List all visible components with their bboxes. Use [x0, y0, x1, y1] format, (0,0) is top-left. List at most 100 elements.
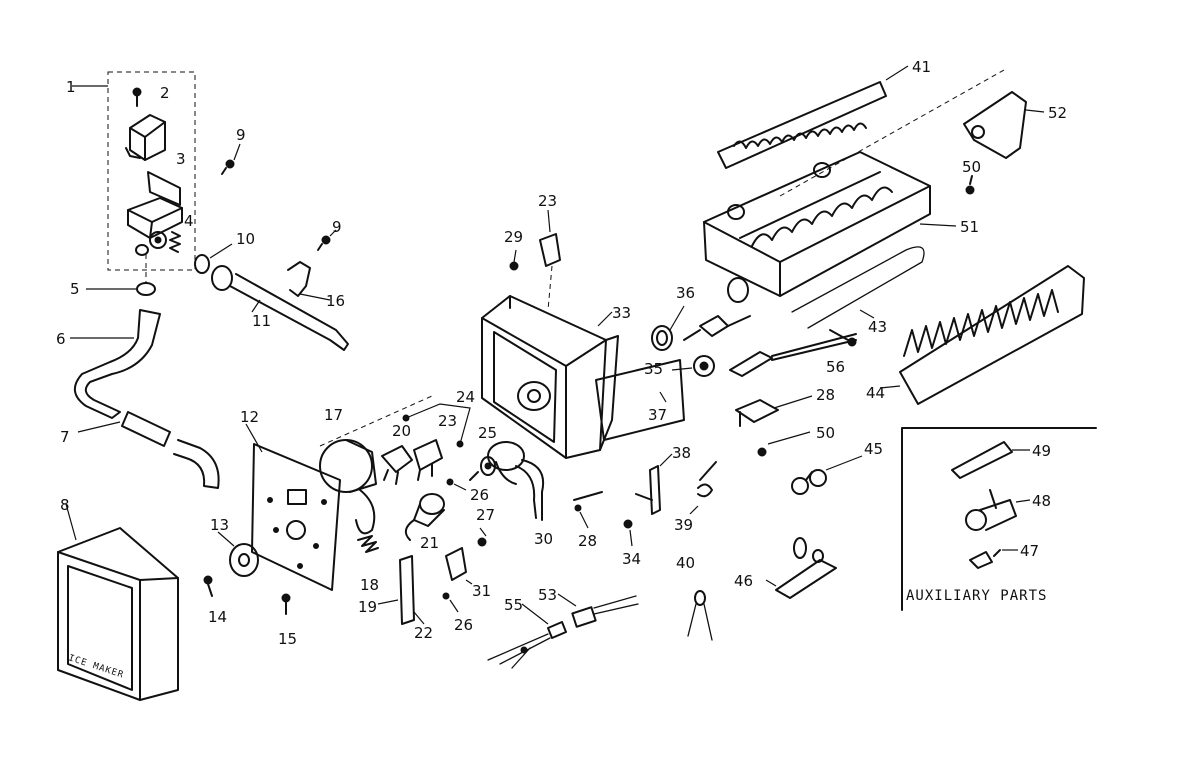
- part-8-ice-maker-box: ICE MAKER: [57, 503, 179, 701]
- label-21: 21: [420, 534, 439, 552]
- part-39-clip: [689, 461, 717, 515]
- label-39: 39: [674, 516, 693, 534]
- part-31-switch: [445, 547, 473, 585]
- part-30-sensor: [487, 441, 544, 521]
- label-12: 12: [240, 408, 259, 426]
- label-23b: 23: [438, 412, 457, 430]
- label-31: 31: [472, 582, 491, 600]
- part-23b-switch: [413, 439, 443, 481]
- label-8: 8: [60, 496, 70, 514]
- part-5-clip: [86, 254, 156, 296]
- part-13-timing-gear: [217, 531, 259, 577]
- part-27-screw: [477, 527, 487, 547]
- label-20: 20: [392, 422, 411, 440]
- part-35-bushing: [671, 355, 715, 377]
- part-47-fitting: [969, 549, 1018, 569]
- part-44-stripper: [879, 265, 1085, 405]
- part-10-washer: [194, 243, 233, 274]
- label-23a: 23: [538, 192, 557, 210]
- part-2-screw: [132, 87, 142, 107]
- part-17-motor: [319, 395, 433, 535]
- label-15: 15: [278, 630, 297, 648]
- label-10: 10: [236, 230, 255, 248]
- label-26a: 26: [470, 486, 489, 504]
- label-40: 40: [676, 554, 695, 572]
- label-14: 14: [208, 608, 227, 626]
- part-18-spring: [357, 535, 379, 553]
- label-37: 37: [648, 406, 667, 424]
- callout-labels: 1 2 3 4 5 6 7 8 9 9 10 11 12 13 14 15 16…: [56, 58, 1067, 648]
- label-36: 36: [676, 284, 695, 302]
- label-1: 1: [66, 78, 76, 96]
- part-28b-link: [573, 491, 603, 529]
- part-40-fuse: [687, 590, 713, 641]
- part-shaft-drive: [683, 315, 751, 341]
- part-38-shutoff-arm: [635, 453, 673, 515]
- label-3: 3: [176, 150, 186, 168]
- part-19-bracket: [377, 555, 415, 625]
- label-38: 38: [672, 444, 691, 462]
- part-55-power-cord: [487, 603, 567, 669]
- label-29: 29: [504, 228, 523, 246]
- part-26a-screw: [446, 478, 467, 491]
- part-23a-switch: [539, 209, 561, 311]
- label-28a: 28: [816, 386, 835, 404]
- part-14-screw: [203, 575, 213, 597]
- label-26b: 26: [454, 616, 473, 634]
- label-55: 55: [504, 596, 523, 614]
- part-52-end-cap: [963, 91, 1045, 159]
- label-33: 33: [612, 304, 631, 322]
- part-51-mold: [703, 69, 1005, 303]
- label-49: 49: [1032, 442, 1051, 460]
- part-46-valve-assembly: [765, 537, 837, 599]
- label-17: 17: [324, 406, 343, 424]
- auxiliary-parts-title: AUXILIARY PARTS: [906, 588, 1047, 604]
- label-18: 18: [360, 576, 379, 594]
- label-24: 24: [456, 388, 475, 406]
- part-43-heater: [791, 246, 925, 329]
- label-53: 53: [538, 586, 557, 604]
- label-22: 22: [414, 624, 433, 642]
- part-56-screw: [829, 329, 857, 347]
- label-9a: 9: [236, 126, 246, 144]
- part-45-fitting: [791, 455, 863, 495]
- part-41-ejector: [717, 65, 909, 169]
- part-6-fill-tube: [74, 309, 161, 419]
- label-44: 44: [866, 384, 885, 402]
- part-4-spring: [169, 231, 181, 253]
- label-6: 6: [56, 330, 66, 348]
- part-26b-screw: [442, 592, 459, 613]
- part-50a-screw: [965, 175, 975, 195]
- part-34-screw: [623, 519, 633, 547]
- part-11-fill-cup: [211, 265, 349, 351]
- part-25-heater: [469, 456, 496, 481]
- label-50a: 50: [962, 158, 981, 176]
- part-48-valve: [965, 489, 1031, 531]
- label-51: 51: [960, 218, 979, 236]
- part-16-clamp: [287, 261, 331, 301]
- label-9b: 9: [332, 218, 342, 236]
- label-25: 25: [478, 424, 497, 442]
- label-30: 30: [534, 530, 553, 548]
- label-11: 11: [252, 312, 271, 330]
- part-50b-screw: [757, 431, 811, 457]
- label-27: 27: [476, 506, 495, 524]
- part-15-screw: [281, 593, 291, 615]
- part-36-ring: [651, 305, 685, 351]
- label-56: 56: [826, 358, 845, 376]
- part-9b-screw: [317, 229, 337, 251]
- label-45: 45: [864, 440, 883, 458]
- label-50b: 50: [816, 424, 835, 442]
- label-34: 34: [622, 550, 641, 568]
- part-kit-1-group: [72, 71, 196, 271]
- label-2: 2: [160, 84, 170, 102]
- part-28a-bracket: [735, 395, 813, 427]
- label-46: 46: [734, 572, 753, 590]
- part-37-cover: [595, 359, 685, 441]
- part-20-switch: [381, 445, 413, 485]
- part-49-tube: [951, 441, 1030, 479]
- label-47: 47: [1020, 542, 1039, 560]
- part-7-hose-coupling: [77, 411, 220, 489]
- label-5: 5: [70, 280, 80, 298]
